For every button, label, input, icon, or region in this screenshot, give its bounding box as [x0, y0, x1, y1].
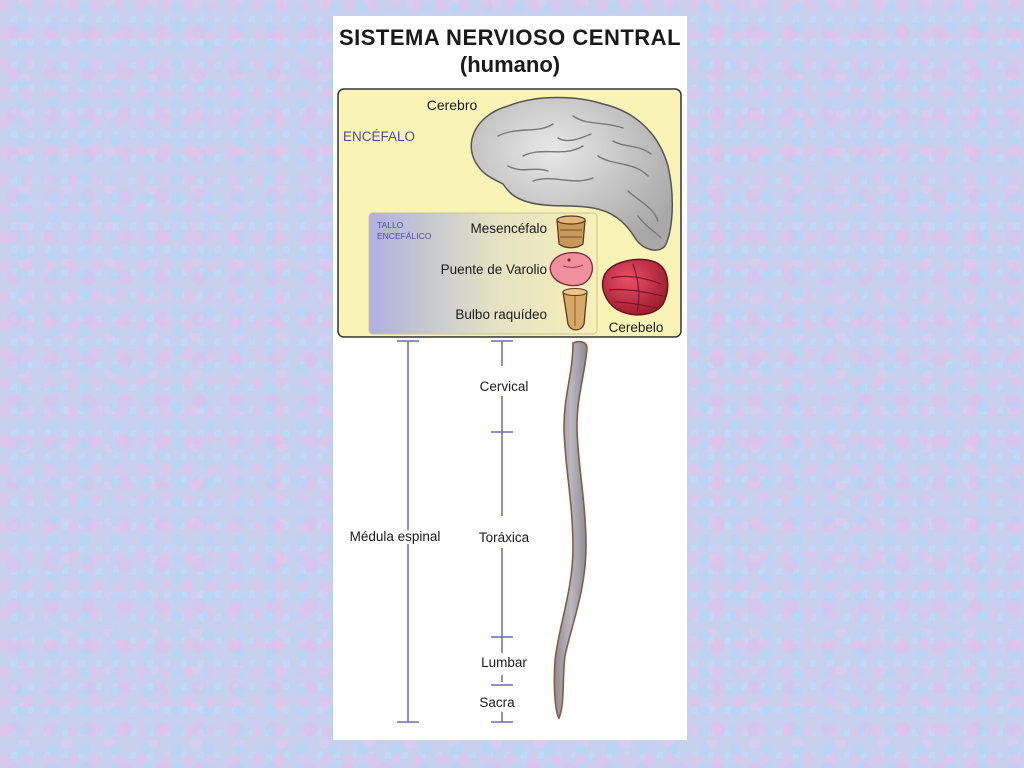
spinal-cord-illustration: [553, 340, 588, 720]
segment-cervical-label: Cervical: [480, 379, 529, 394]
cerebro-label: Cerebro: [427, 97, 478, 113]
puente-varolio-illustration: [549, 251, 594, 287]
tallo-label-line1: TALLO: [377, 220, 404, 230]
puente-varolio-label: Puente de Varolio: [441, 262, 547, 277]
cerebrum-illustration: [470, 96, 674, 251]
bulbo-raquideo-illustration: [562, 287, 588, 331]
cerebelo-label: Cerebelo: [609, 320, 664, 335]
segment-sacra-label: Sacra: [479, 695, 515, 710]
bulbo-raquideo-label: Bulbo raquídeo: [455, 307, 547, 322]
tallo-encefalico-box: [368, 212, 598, 335]
mesencefalo-illustration: [556, 215, 586, 249]
diagram-panel: SISTEMA NERVIOSO CENTRAL (humano): [333, 16, 687, 740]
diagram-subtitle: (humano): [459, 52, 561, 77]
nervous-system-diagram: Cerebro ENCÉFALO TALLO ENCEFÁLICO Mesenc…: [337, 88, 682, 723]
segment-lumbar-label: Lumbar: [481, 655, 527, 670]
encefalo-label: ENCÉFALO: [343, 129, 415, 144]
diagram-title: SISTEMA NERVIOSO CENTRAL: [338, 25, 682, 50]
mesencefalo-label: Mesencéfalo: [470, 221, 547, 236]
medula-scale: [397, 340, 419, 723]
cerebellum-illustration: [601, 258, 669, 316]
segment-toraxica-label: Toráxica: [479, 530, 530, 545]
segments-scale: [491, 340, 513, 723]
tallo-label-line2: ENCEFÁLICO: [377, 231, 432, 241]
medula-espinal-label: Médula espinal: [350, 529, 441, 544]
